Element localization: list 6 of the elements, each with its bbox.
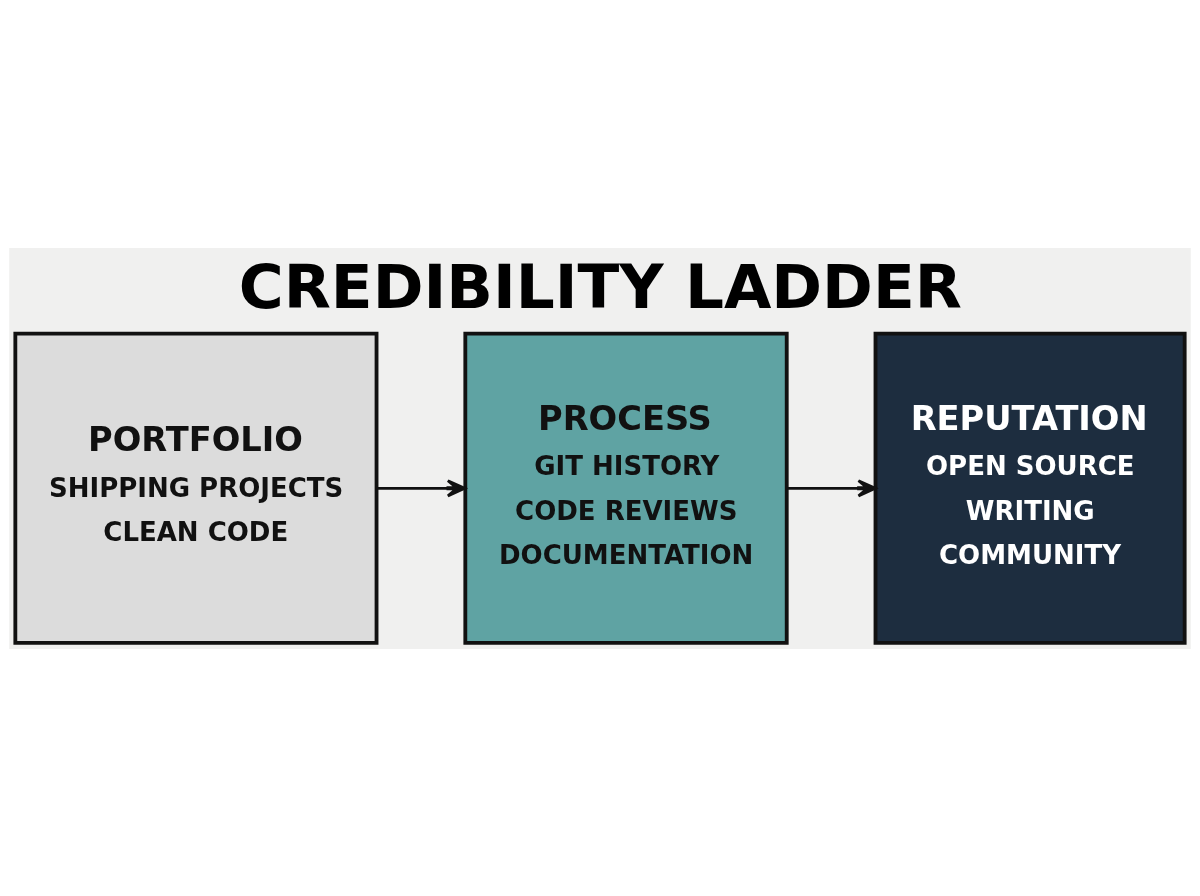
arrow bbox=[376, 478, 467, 497]
diagram-title: CREDIBILITY LADDER bbox=[238, 250, 962, 322]
node-box: PORTFOLIO SHIPPING PROJECTS CLEAN CODE bbox=[13, 331, 379, 645]
arrow bbox=[787, 478, 877, 497]
node-box: PROCESS GIT HISTORY CODE REVIEWS DOCUMENTATION bbox=[463, 331, 789, 645]
node-box: REPUTATION OPEN SOURCE WRITING COMMUNITY bbox=[873, 331, 1187, 645]
